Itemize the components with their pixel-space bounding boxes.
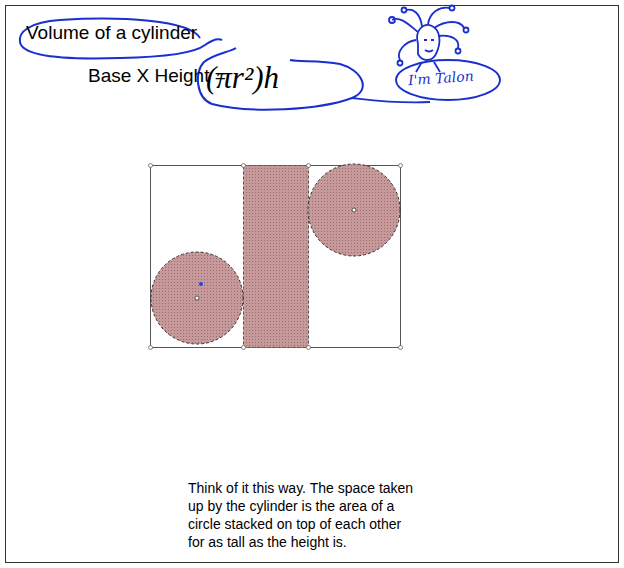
explanation-note: Think of it this way. The space taken up… [188, 479, 420, 551]
cylinder-illustration [149, 164, 403, 350]
handwritten-note: I'm Talon [408, 68, 475, 89]
hand-loop [20, 19, 222, 59]
formula-label: Base X Height = [88, 65, 226, 87]
hand-stroke [352, 98, 430, 103]
slide-border [6, 6, 619, 563]
hand-loop [396, 60, 500, 100]
hand-loop [198, 48, 363, 110]
formula: (πr²)h [206, 60, 279, 96]
slide-title: Volume of a cylinder [26, 22, 197, 44]
